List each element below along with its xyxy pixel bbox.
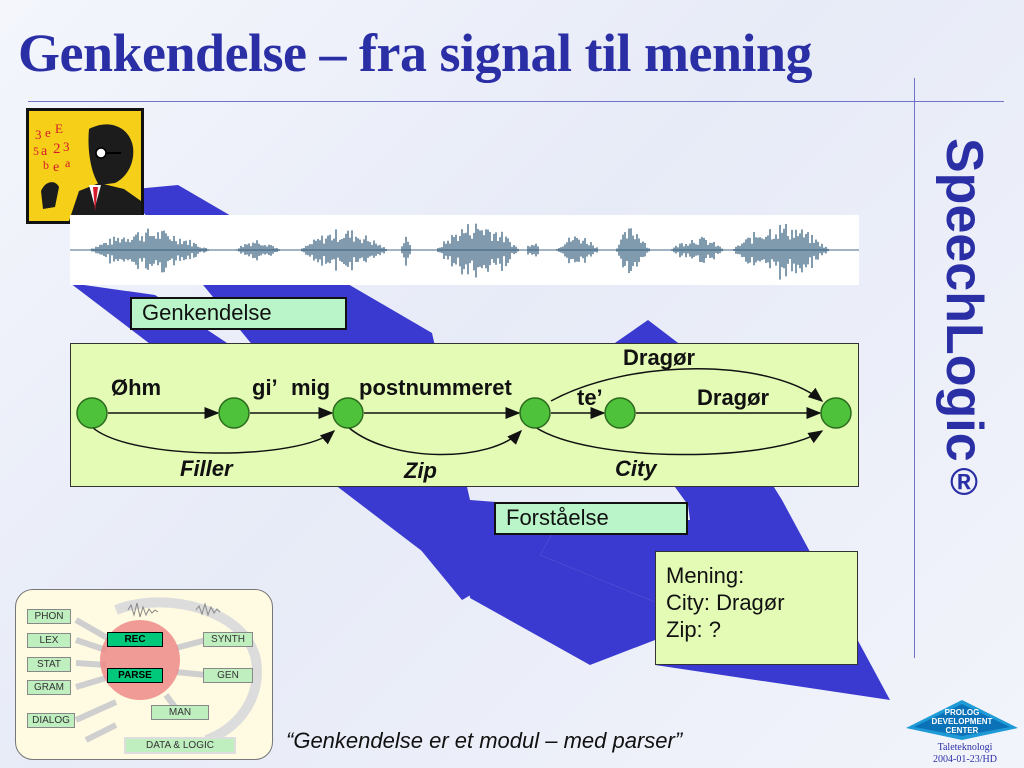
- side-divider: [914, 78, 915, 658]
- svg-text:a: a: [41, 144, 48, 159]
- module-dialog: DIALOG: [27, 713, 75, 728]
- word-ohm: Øhm: [111, 375, 162, 400]
- graph-node-5: [604, 397, 636, 429]
- footer: Taleteknologi 2004-01-23/HD: [920, 742, 1010, 766]
- module-synth: SYNTH: [203, 632, 253, 647]
- architecture-diagram: PHON LEX STAT GRAM DIALOG REC PARSE SYNT…: [15, 589, 273, 760]
- label-filler: Filler: [180, 456, 233, 481]
- graph-node-2: [218, 397, 250, 429]
- word-gi: gi’: [252, 375, 278, 400]
- word-graph: [76, 368, 852, 456]
- forstaaelse-label: Forståelse: [494, 502, 688, 535]
- meaning-zip: Zip: ?: [666, 617, 722, 642]
- svg-text:E: E: [55, 121, 63, 136]
- mini-wave-right: [195, 602, 221, 617]
- genkendelse-label: Genkendelse: [130, 297, 347, 330]
- meaning-box: Mening: City: Dragør Zip: ?: [655, 551, 858, 665]
- meaning-heading: Mening:: [666, 563, 745, 588]
- module-gen: GEN: [203, 668, 253, 683]
- graph-node-1: [76, 397, 108, 429]
- svg-text:5: 5: [33, 144, 39, 158]
- slide-title: Genkendelse – fra signal til mening: [18, 23, 813, 83]
- logo-line-2: DEVELOPMENT: [931, 717, 993, 726]
- label-zip: Zip: [404, 458, 437, 483]
- module-parse: PARSE: [107, 668, 163, 683]
- svg-text:2: 2: [53, 141, 61, 157]
- speech-waveform: [70, 215, 859, 285]
- module-gram: GRAM: [27, 680, 71, 695]
- module-data-logic: DATA & LOGIC: [124, 737, 236, 754]
- mini-wave-left: [127, 602, 159, 618]
- label-city: City: [615, 456, 657, 481]
- graph-node-3: [332, 397, 364, 429]
- word-te: te’: [577, 385, 603, 410]
- graph-node-4: [519, 397, 551, 429]
- word-graph-panel: [70, 343, 859, 487]
- brand-logo: SpeechLogic®: [935, 138, 993, 504]
- prolog-logo-text: PROLOG DEVELOPMENT CENTER: [906, 708, 1018, 735]
- registered-mark: ®: [943, 461, 985, 504]
- edge-dragor-top: [550, 368, 824, 402]
- module-lex: LEX: [27, 633, 71, 648]
- edge-filler: [91, 426, 336, 454]
- svg-text:e: e: [53, 160, 59, 175]
- speaker-clipart-icon: 3 e E 5 a 2 3 b e a: [26, 108, 144, 224]
- footer-line-1: Taleteknologi: [937, 742, 993, 753]
- brand-name: SpeechLogic: [935, 138, 993, 462]
- quote-caption: “Genkendelse er et modul – med parser”: [286, 728, 683, 753]
- svg-text:3: 3: [35, 127, 42, 142]
- footer-line-2: 2004-01-23/HD: [933, 754, 997, 765]
- edge-zip: [347, 426, 523, 456]
- word-dragor-top: Dragør: [623, 345, 696, 370]
- svg-text:a: a: [65, 156, 71, 170]
- meaning-city: City: Dragør: [666, 590, 785, 615]
- title-divider: [28, 101, 1004, 102]
- module-stat: STAT: [27, 657, 71, 672]
- module-phon: PHON: [27, 609, 71, 624]
- logo-line-1: PROLOG: [944, 708, 980, 717]
- word-postnummeret: postnummeret: [359, 375, 512, 400]
- prolog-logo-icon: [906, 700, 1018, 740]
- edge-city: [534, 426, 824, 456]
- module-rec: REC: [107, 632, 163, 647]
- graph-node-6: [820, 397, 852, 429]
- module-man: MAN: [151, 705, 209, 720]
- word-dragor-mid: Dragør: [697, 385, 770, 410]
- svg-text:3: 3: [63, 139, 70, 154]
- svg-text:b: b: [43, 158, 49, 172]
- logo-line-3: CENTER: [945, 726, 979, 735]
- svg-text:e: e: [45, 125, 51, 140]
- word-mig: mig: [291, 375, 331, 400]
